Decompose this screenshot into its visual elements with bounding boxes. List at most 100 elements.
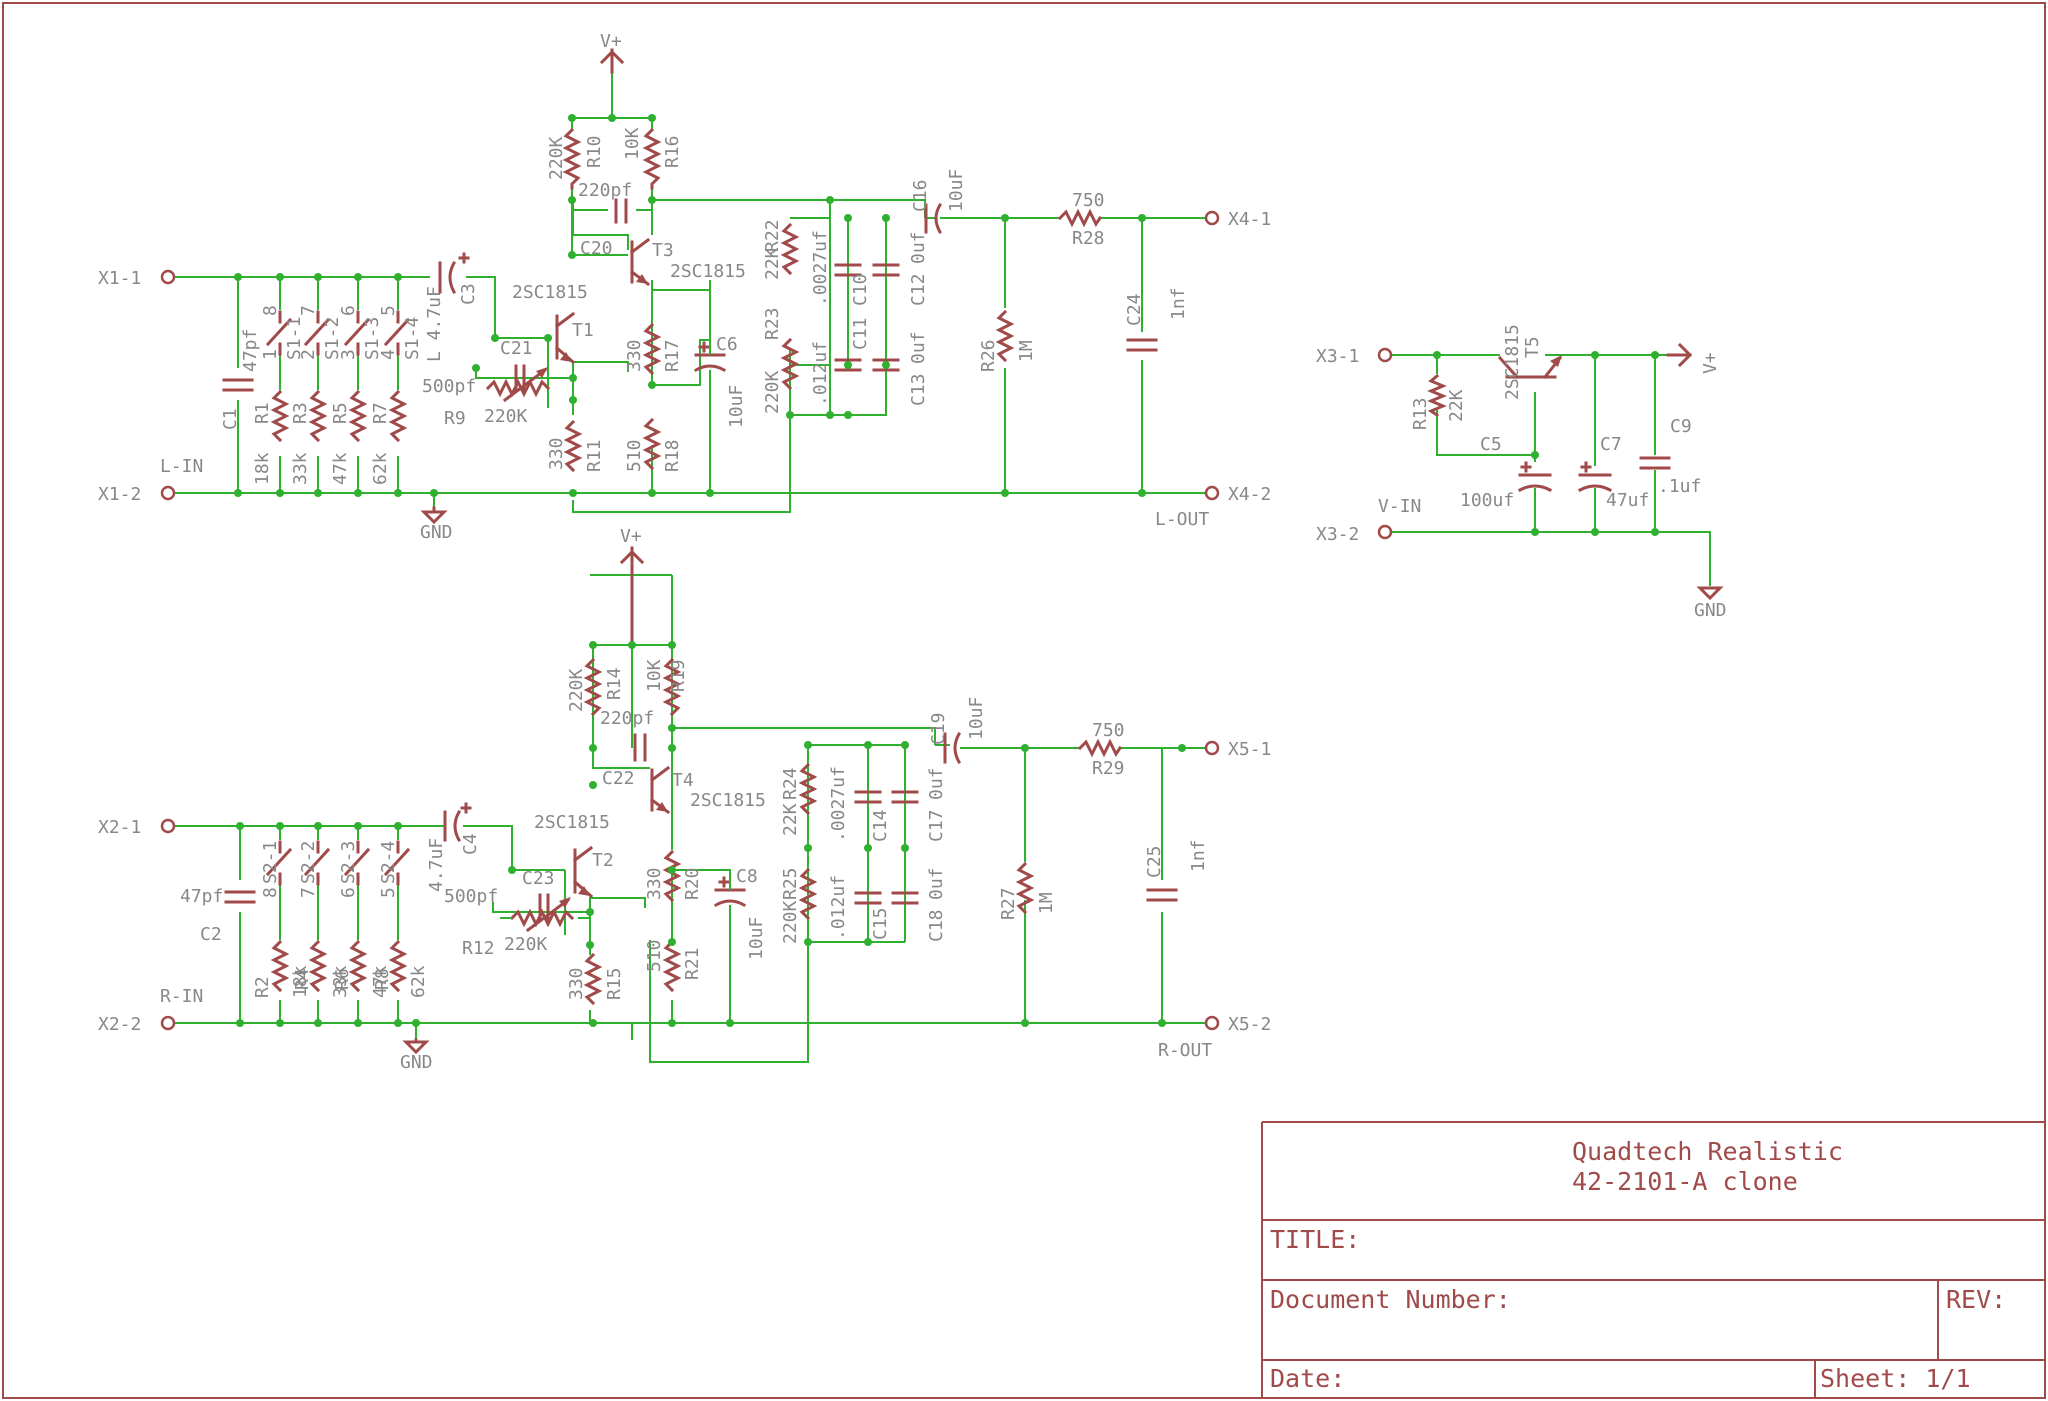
r9-ref: R9 bbox=[444, 408, 466, 429]
supply-v-plus-arrow-right bbox=[619, 546, 645, 647]
capacitor-c9 bbox=[1639, 456, 1671, 470]
c18-ref: C18 bbox=[926, 909, 947, 942]
t5-type: 2SC1815 bbox=[1502, 324, 1523, 400]
r23-value: 220K bbox=[762, 370, 783, 414]
c14-ref: C14 bbox=[870, 809, 891, 842]
switch-s2-1[interactable] bbox=[265, 840, 293, 886]
r16-ref: R16 bbox=[662, 135, 683, 168]
c11-value: .012uf bbox=[810, 341, 831, 406]
c5-ref: C5 bbox=[1480, 434, 1502, 455]
capacitor-c25 bbox=[1146, 888, 1178, 902]
c12-ref: C12 bbox=[908, 273, 929, 306]
r9-value: 220K bbox=[484, 406, 528, 427]
pin-x4-2 bbox=[1204, 485, 1220, 501]
s1-pin-2: 2 bbox=[298, 349, 319, 360]
resistor-r15 bbox=[583, 952, 603, 1006]
power-supply: X3-1 X3-2 V-IN 2SC1815 T5 R13 22K C5 100… bbox=[1316, 324, 1727, 621]
pin-label-x1-2: X1-2 bbox=[98, 484, 141, 505]
s2-1-label: S2-1 bbox=[260, 841, 281, 884]
c1-value: 47pf bbox=[240, 329, 261, 372]
c13-value: 0uf bbox=[908, 331, 929, 364]
resistor-r9 bbox=[485, 378, 551, 398]
switch-s2-2[interactable] bbox=[303, 840, 331, 886]
t1-type: 2SC1815 bbox=[512, 282, 588, 303]
c3-value: L 4.7uF bbox=[424, 286, 445, 362]
r14-ref: R14 bbox=[604, 667, 625, 700]
switch-s1-4[interactable] bbox=[383, 310, 411, 356]
c19-value: 10uF bbox=[966, 697, 987, 740]
resistor-r21 bbox=[662, 939, 682, 993]
c12-value: 0uf bbox=[908, 231, 929, 264]
resistor-r8 bbox=[388, 939, 408, 993]
s1-pin-6: 6 bbox=[338, 305, 359, 316]
c5-value: 100uf bbox=[1460, 490, 1514, 511]
pin-label-x5-1: X5-1 bbox=[1228, 739, 1271, 760]
pin-label-x1-1: X1-1 bbox=[98, 268, 141, 289]
c25-value: 1nf bbox=[1188, 839, 1209, 872]
capacitor-c22 bbox=[633, 733, 647, 762]
r24-ref: R24 bbox=[780, 767, 801, 800]
capacitor-c10 bbox=[834, 263, 862, 277]
s2-2-label: S2-2 bbox=[298, 841, 319, 884]
right-channel-connectors bbox=[160, 740, 1220, 1031]
r28-value: 750 bbox=[1072, 190, 1105, 211]
r5-value: 47k bbox=[330, 452, 351, 485]
ground-symbol bbox=[420, 506, 448, 525]
resistor-r20 bbox=[662, 849, 682, 903]
pin-x5-2 bbox=[1204, 1015, 1220, 1031]
left-channel-junctions bbox=[234, 114, 1146, 497]
left-channel-connectors bbox=[160, 210, 1220, 501]
t3-type: 2SC1815 bbox=[670, 261, 746, 282]
ground-symbol-right bbox=[402, 1038, 430, 1055]
c17-value: 0uf bbox=[926, 767, 947, 800]
r22-value: 22K bbox=[762, 247, 783, 280]
capacitor-c17 bbox=[891, 790, 919, 804]
title-block: Quadtech Realistic 42-2101-A clone TITLE… bbox=[1261, 1121, 2045, 1398]
c21-ref: C21 bbox=[500, 338, 533, 359]
label-gnd-right: GND bbox=[400, 1052, 433, 1073]
resistor-r25 bbox=[798, 867, 818, 921]
power-supply-junctions bbox=[1433, 351, 1659, 536]
c9-ref: C9 bbox=[1670, 416, 1692, 437]
supply-v-plus-arrow-ps bbox=[1666, 342, 1693, 368]
left-channel: X1-1 X1-2 L-IN X4-1 X4-2 L-OUT V+ GND C1… bbox=[98, 31, 1271, 543]
capacitor-c1 bbox=[222, 378, 254, 392]
c8-value: 10uF bbox=[746, 917, 767, 960]
r12-value: 220K bbox=[504, 934, 548, 955]
s1-pin-1: 1 bbox=[260, 349, 281, 360]
r15-ref: R15 bbox=[604, 967, 625, 1000]
r27-value: 1M bbox=[1036, 892, 1057, 914]
r26-ref: R26 bbox=[978, 339, 999, 372]
s1-3-label: S1-3 bbox=[362, 317, 383, 360]
capacitor-c5 bbox=[1517, 473, 1553, 493]
r1-value: 18k bbox=[252, 452, 273, 485]
r2-value: 18k bbox=[290, 965, 311, 998]
t5-ref: T5 bbox=[1522, 336, 1543, 358]
switch-s1-2[interactable] bbox=[303, 310, 331, 356]
resistor-r2 bbox=[270, 939, 290, 993]
pin-x5-1 bbox=[1204, 740, 1220, 756]
sheet-label: Sheet: 1/1 bbox=[1820, 1364, 1971, 1393]
capacitor-c14 bbox=[854, 790, 882, 804]
label-l-out: L-OUT bbox=[1155, 509, 1209, 530]
right-channel-wires bbox=[168, 548, 1210, 1063]
pin-x3-1 bbox=[1377, 347, 1393, 363]
right-channel: X2-1 X2-2 R-IN X5-1 X5-2 R-OUT V+ GND 47… bbox=[98, 526, 1271, 1073]
c10-ref: C10 bbox=[850, 273, 871, 306]
switch-s1-1[interactable] bbox=[265, 310, 293, 356]
resistor-r24 bbox=[798, 762, 818, 816]
date-label: Date: bbox=[1270, 1364, 1345, 1393]
resistor-r11 bbox=[563, 419, 583, 473]
c6-ref: C6 bbox=[716, 334, 738, 355]
r3-ref: R3 bbox=[290, 402, 311, 424]
r13-value: 22K bbox=[1446, 389, 1467, 422]
r20-value: 330 bbox=[644, 867, 665, 900]
switch-s1-3[interactable] bbox=[343, 310, 371, 356]
power-supply-labels: X3-1 X3-2 V-IN 2SC1815 T5 R13 22K C5 100… bbox=[1316, 324, 1727, 621]
switch-s2-3[interactable] bbox=[343, 840, 371, 886]
r22-ref: R22 bbox=[762, 219, 783, 252]
c3-ref: C3 bbox=[458, 283, 479, 305]
switch-s2-4[interactable] bbox=[383, 840, 411, 886]
capacitor-c24 bbox=[1126, 338, 1158, 352]
capacitor-c12 bbox=[872, 263, 900, 277]
